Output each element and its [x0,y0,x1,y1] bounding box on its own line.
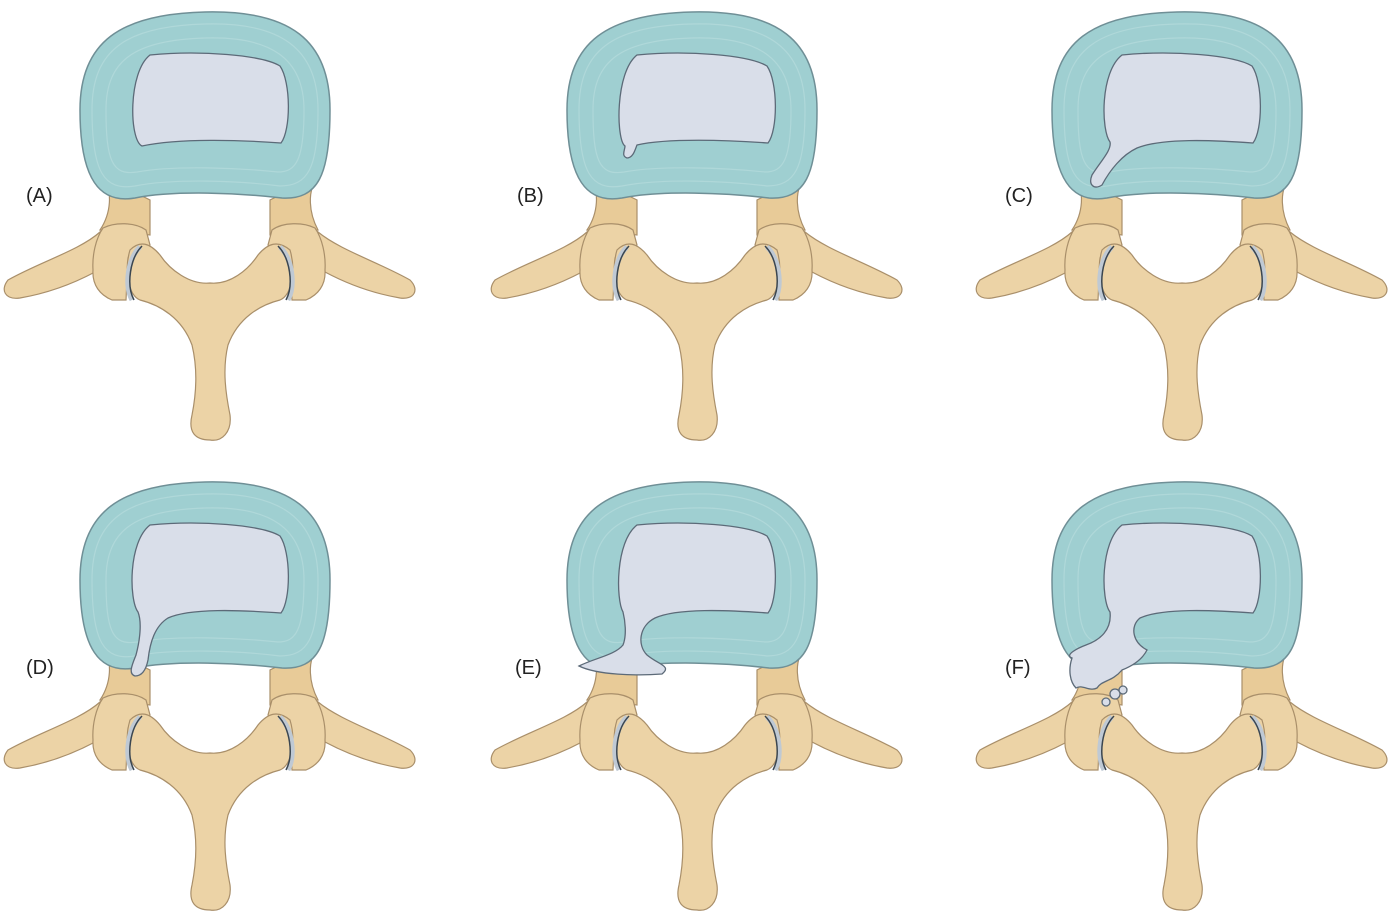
panel-label: (F) [1005,657,1031,679]
panel-b: (B) [491,12,902,440]
panel-c: (C) [976,12,1387,440]
panel-f: (F) [976,482,1387,910]
panel-label: (A) [26,185,53,207]
panel-e: (E) [491,482,902,910]
panel-label: (E) [515,657,542,679]
panel-d: (D) [4,482,415,910]
panel-label: (C) [1005,185,1033,207]
panel-label: (B) [517,185,544,207]
panel-a: (A) [4,12,415,440]
panel-label: (D) [26,657,54,679]
